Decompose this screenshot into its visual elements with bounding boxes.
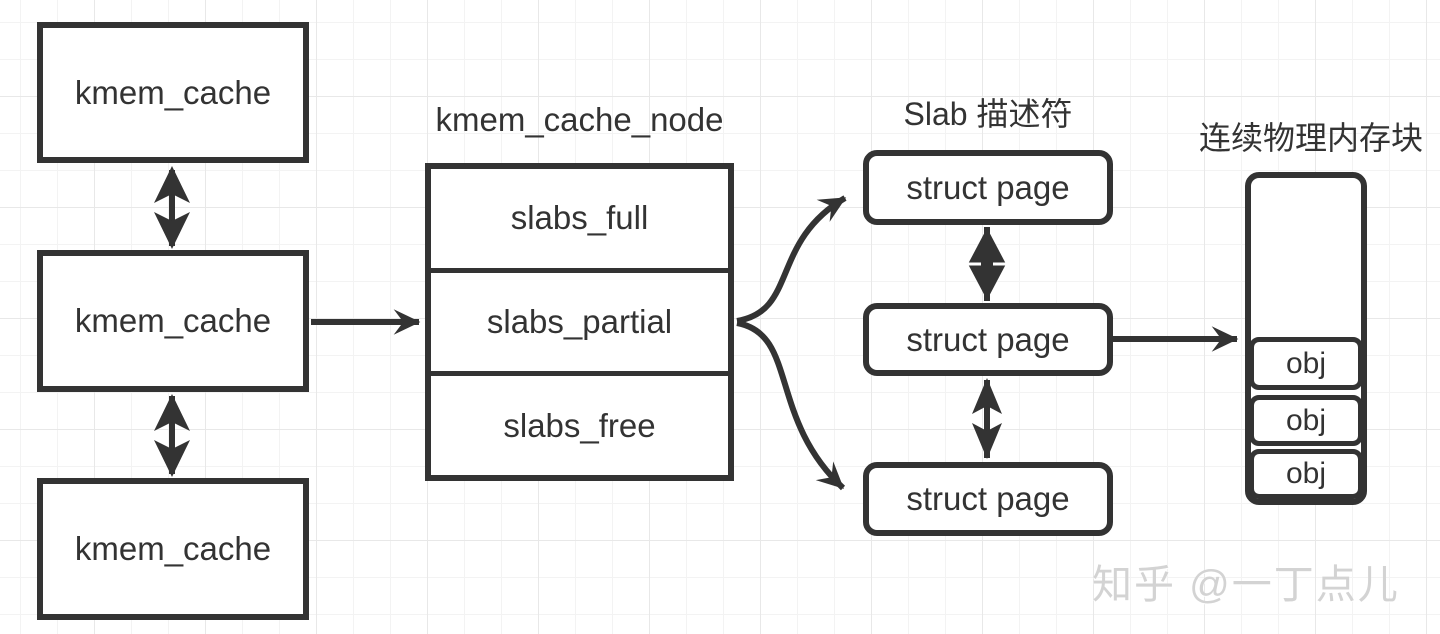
struct-page-box-1: struct page — [863, 150, 1113, 225]
kmem-cache-label-2: kmem_cache — [74, 302, 272, 339]
obj-label-3: obj — [1285, 457, 1327, 490]
obj-box-3: obj — [1249, 449, 1363, 499]
node-table-title: kmem_cache_node — [435, 101, 724, 138]
row-slabs-free: slabs_free — [431, 371, 728, 475]
row-slabs-partial: slabs_partial — [431, 267, 728, 372]
obj-box-1: obj — [1249, 337, 1363, 390]
struct-page-label-3: struct page — [906, 480, 1070, 517]
watermark-text: 知乎 @一丁点儿 — [1092, 563, 1400, 607]
arrow-kmem2-kmem3 — [154, 394, 190, 477]
arrow-page1-page2 — [964, 227, 1010, 301]
kmem-cache-label-1: kmem_cache — [74, 73, 272, 111]
kmem-cache-box-3: kmem_cache — [37, 478, 309, 620]
kmem-cache-box-2: kmem_cache — [37, 250, 309, 392]
kmem-cache-box-1: kmem_cache — [37, 22, 309, 163]
slab-descriptor-title: Slab 描述符 — [903, 96, 1073, 132]
struct-page-box-3: struct page — [863, 462, 1113, 536]
kmem-cache-node-table: slabs_full slabs_partial slabs_free — [425, 163, 734, 481]
memory-block-title: 连续物理内存块 — [1198, 120, 1423, 156]
row-slabs-full: slabs_full — [510, 199, 649, 237]
obj-label-2: obj — [1285, 403, 1327, 437]
obj-label-1: obj — [1285, 346, 1327, 380]
obj-box-2: obj — [1249, 395, 1363, 446]
arrow-partial-page1 — [736, 195, 847, 324]
arrow-page2-page3 — [972, 378, 1002, 459]
struct-page-box-2: struct page — [863, 303, 1113, 376]
struct-page-label-1: struct page — [906, 168, 1070, 206]
arrow-kmem1-kmem2 — [154, 166, 190, 249]
struct-page-label-2: struct page — [906, 320, 1070, 358]
arrow-partial-page3 — [736, 320, 846, 491]
kmem-cache-label-3: kmem_cache — [74, 530, 272, 567]
